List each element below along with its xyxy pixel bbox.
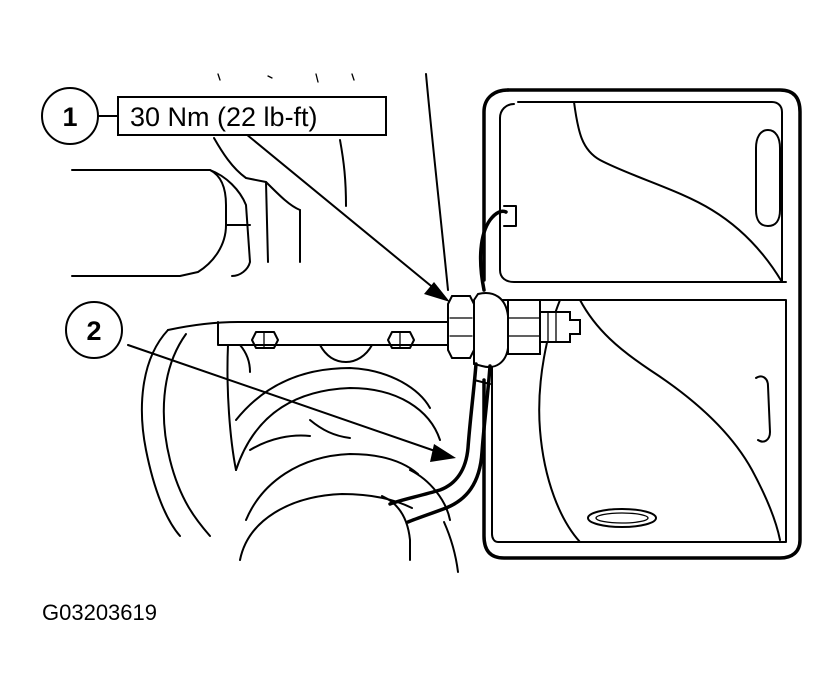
callout-1-arrowhead <box>424 282 450 302</box>
left-structure <box>71 73 461 573</box>
torque-label-box <box>117 96 387 136</box>
callout-1: 1 30 Nm (22 lb-ft) <box>41 87 387 145</box>
callout-2-number: 2 <box>86 316 101 346</box>
callout-1-leader <box>245 133 437 291</box>
callout-2-arrowhead <box>430 444 456 462</box>
figure-id: G03203619 <box>42 600 157 625</box>
callout-2: 2 <box>65 301 123 359</box>
callout-1-number: 1 <box>62 102 77 132</box>
callout-2-leader <box>127 344 439 453</box>
ground-strap-assembly <box>388 209 581 524</box>
leader-lines <box>127 133 456 462</box>
body-panel <box>482 88 802 560</box>
torque-spec-label: 30 Nm (22 lb-ft) <box>130 102 318 132</box>
callout-2-circle <box>65 301 123 359</box>
